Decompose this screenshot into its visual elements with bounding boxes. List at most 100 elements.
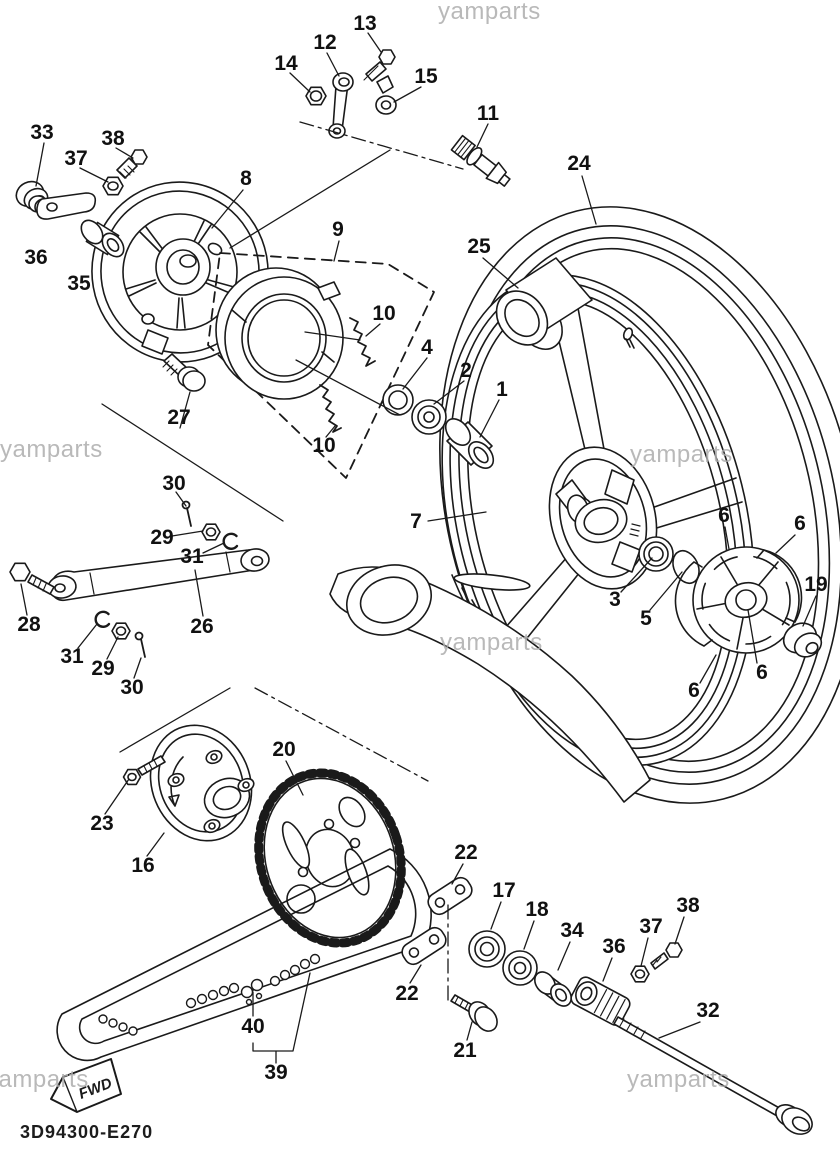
part-number-31: 31	[180, 545, 204, 568]
nut-14	[305, 86, 327, 106]
collar-35	[80, 219, 125, 258]
part-number-14: 14	[274, 52, 298, 75]
cotter-pin-30-upper	[181, 500, 192, 527]
part-number-1: 1	[496, 378, 508, 401]
adjuster-plate-22-lower	[401, 926, 447, 966]
part-number-37: 37	[639, 915, 663, 938]
watermark: yamparts	[630, 441, 733, 468]
part-number-6: 6	[794, 512, 806, 535]
oil-seal-2	[411, 399, 447, 435]
damper-assembly-6	[674, 546, 803, 654]
watermark: yamparts	[0, 1066, 89, 1093]
washer-31-lower	[94, 610, 111, 628]
part-number-24: 24	[567, 152, 591, 175]
part-number-13: 13	[353, 12, 377, 35]
part-number-33: 33	[30, 121, 54, 144]
torque-rod-26	[47, 548, 270, 602]
part-number-8: 8	[240, 167, 252, 190]
part-number-18: 18	[525, 898, 549, 921]
axle-nut-19	[782, 622, 823, 658]
cotter-pin-30-lower	[134, 631, 146, 658]
part-number-34: 34	[560, 919, 584, 942]
part-number-27: 27	[167, 406, 191, 429]
part-number-2: 2	[460, 359, 472, 382]
part-number-37: 37	[64, 147, 88, 170]
part-number-7: 7	[410, 510, 422, 533]
part-number-31: 31	[60, 645, 84, 668]
sprocket-20	[252, 766, 408, 950]
bolt-13	[363, 49, 396, 82]
part-number-26: 26	[190, 615, 214, 638]
brake-springs	[319, 317, 376, 433]
part-number-22: 22	[395, 982, 419, 1005]
clip-15	[375, 75, 397, 115]
adjuster-plate-22-upper	[427, 876, 473, 916]
bearing-4	[382, 384, 414, 416]
axle-32	[613, 1016, 813, 1135]
part-number-10: 10	[372, 302, 396, 325]
part-number-9: 9	[332, 218, 344, 241]
chain-puller-36	[570, 976, 631, 1026]
part-number-23: 23	[90, 812, 114, 835]
nut-29-lower	[111, 622, 131, 640]
sprocket-hub-16	[149, 724, 255, 842]
part-number-22: 22	[454, 841, 478, 864]
nut-37-lower	[630, 965, 650, 983]
wheel-hub	[548, 446, 658, 590]
drive-chain	[56, 848, 432, 1062]
diagram-code: 3D94300-E270	[20, 1122, 154, 1142]
watermark: yamparts	[438, 0, 541, 25]
part-number-32: 32	[696, 999, 720, 1022]
watermark: yamparts	[0, 436, 103, 463]
part-number-29: 29	[91, 657, 115, 680]
part-number-16: 16	[131, 854, 155, 877]
bolt-27	[162, 353, 206, 392]
part-number-6: 6	[756, 661, 768, 684]
brake-shoes	[215, 267, 344, 400]
fwd-flag: FWD	[50, 1058, 122, 1113]
rim-valve	[622, 327, 635, 349]
part-number-36: 36	[24, 246, 48, 269]
part-number-25: 25	[467, 235, 491, 258]
part-number-29: 29	[150, 526, 174, 549]
part-number-6: 6	[688, 679, 700, 702]
part-number-15: 15	[414, 65, 438, 88]
spacer-1	[444, 418, 495, 469]
shoe-group-outline	[207, 252, 435, 479]
part-number-11: 11	[476, 102, 500, 125]
part-number-40: 40	[241, 1015, 265, 1038]
oil-seal-18	[502, 950, 538, 986]
washer-31-upper	[222, 532, 239, 550]
bolt-21	[450, 994, 498, 1032]
swingarm-end	[329, 564, 651, 803]
collar-25	[495, 257, 593, 350]
leader-lines	[20, 32, 817, 1064]
part-number-3: 3	[609, 588, 621, 611]
nut-37	[102, 176, 124, 196]
nut-29-upper	[201, 523, 221, 541]
part-number-36: 36	[602, 935, 626, 958]
part-number-6: 6	[718, 504, 730, 527]
bolt-38	[116, 149, 148, 179]
part-number-4: 4	[421, 336, 433, 359]
part-number-30: 30	[162, 472, 186, 495]
watermark: yamparts	[627, 1066, 730, 1093]
part-number-38: 38	[676, 894, 700, 917]
watermark: yamparts	[440, 629, 543, 656]
part-number-35: 35	[67, 272, 91, 295]
bearing-17	[468, 930, 506, 968]
part-number-39: 39	[264, 1061, 288, 1084]
part-number-17: 17	[492, 879, 516, 902]
bolt-28	[9, 562, 55, 595]
camshaft-lever-36	[28, 192, 97, 220]
part-number-12: 12	[313, 31, 337, 54]
part-number-5: 5	[640, 607, 652, 630]
part-number-19: 19	[804, 573, 828, 596]
part-number-21: 21	[453, 1039, 477, 1062]
brake-rod-lever-12	[328, 72, 354, 139]
spacer-34	[534, 971, 572, 1007]
part-number-20: 20	[272, 738, 296, 761]
axis-lines	[254, 121, 464, 1004]
